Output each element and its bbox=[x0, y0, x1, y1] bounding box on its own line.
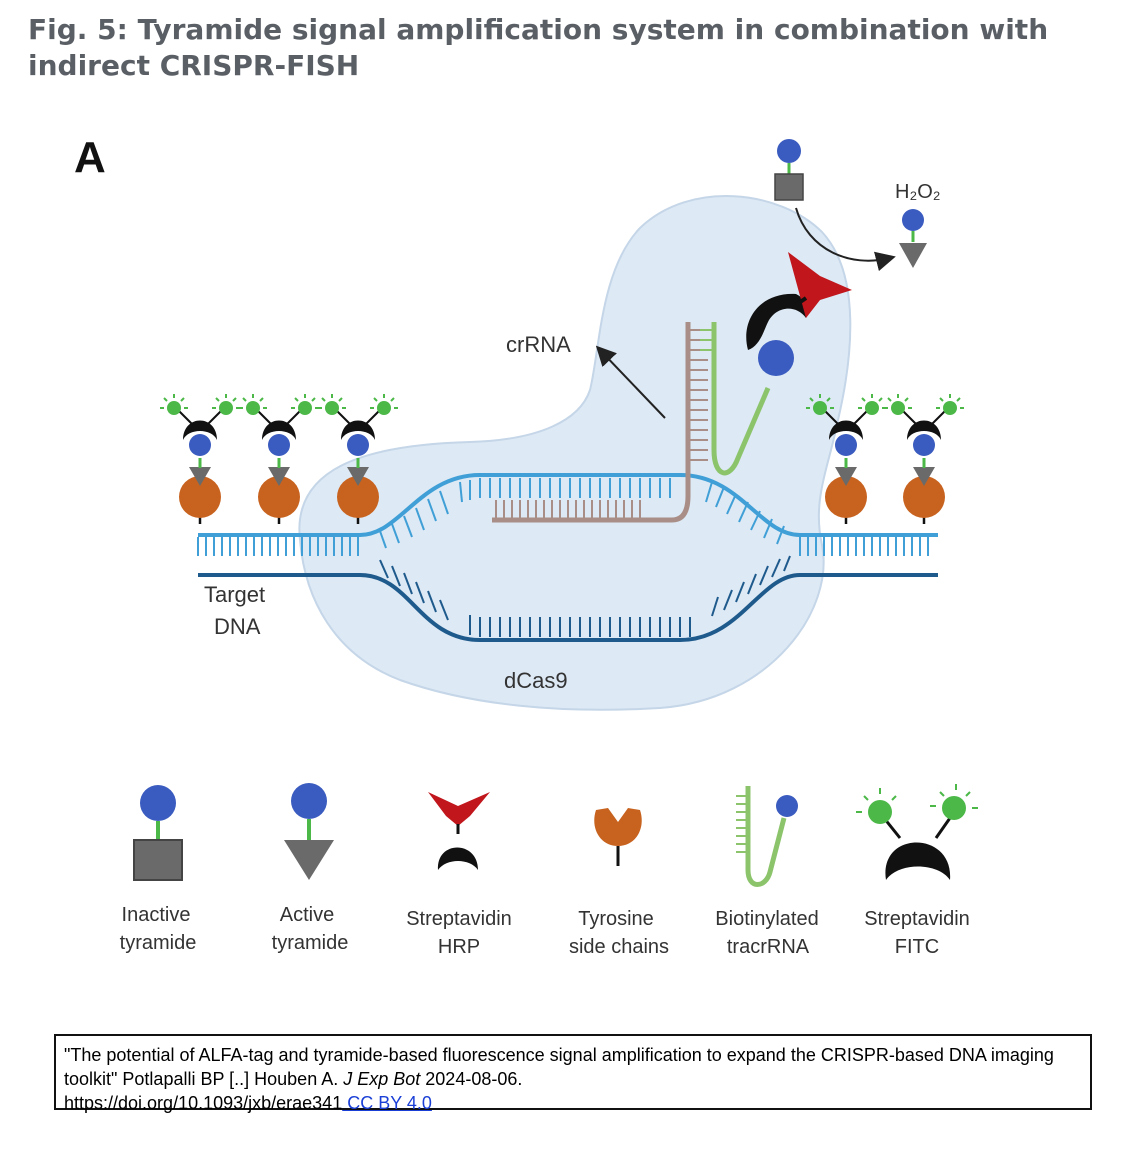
legend-label-line2: HRP bbox=[438, 936, 480, 958]
figure-title: Fig. 5: Tyramide signal amplification sy… bbox=[28, 13, 1049, 82]
legend-item-streptavidin-fitc: Streptavidin FITC bbox=[856, 784, 978, 958]
tyramide-activation: H₂O₂ bbox=[774, 139, 941, 272]
legend-item-tracrrna: Biotinylated tracrRNA bbox=[715, 786, 819, 958]
legend-label-line1: Streptavidin bbox=[864, 908, 970, 930]
active-tyramide-icon bbox=[284, 783, 334, 880]
legend-label-line2: FITC bbox=[895, 936, 939, 958]
panel-label: A bbox=[74, 133, 106, 182]
legend-label-line1: Inactive bbox=[122, 904, 191, 926]
citation-journal: J Exp Bot bbox=[343, 1069, 421, 1089]
crrna-pointer-arrow bbox=[595, 345, 666, 419]
legend-label-line1: Tyrosine bbox=[578, 908, 654, 930]
legend: Inactive tyramide Active tyramide Strept… bbox=[120, 783, 978, 958]
legend-item-active-tyramide: Active tyramide bbox=[272, 783, 349, 954]
figure-diagram: A bbox=[74, 133, 978, 958]
biotinylated-tracrrna bbox=[700, 252, 852, 476]
inactive-tyramide-icon bbox=[133, 785, 183, 881]
citation-text: "The potential of ALFA-tag and tyramide-… bbox=[64, 1045, 1054, 1089]
legend-item-tyrosine: Tyrosine side chains bbox=[569, 808, 669, 958]
legend-label-line2: side chains bbox=[569, 936, 669, 958]
target-dna bbox=[197, 473, 938, 642]
legend-label-line2: tyramide bbox=[272, 932, 349, 954]
dcas9-label: dCas9 bbox=[504, 668, 568, 693]
crrna-label: crRNA bbox=[506, 332, 571, 357]
citation-doi: https://doi.org/10.1093/jxb/erae341 bbox=[64, 1093, 343, 1113]
legend-item-streptavidin-hrp: Streptavidin HRP bbox=[406, 792, 512, 958]
tracrrna-icon bbox=[736, 786, 798, 887]
target-dna-label-line1: Target bbox=[204, 582, 265, 607]
license-link[interactable]: CC BY 4.0 bbox=[342, 1093, 432, 1113]
tyrosine-icon bbox=[594, 808, 642, 866]
legend-label-line2: tyramide bbox=[120, 932, 197, 954]
streptavidin-hrp-icon bbox=[428, 792, 490, 870]
legend-label-line1: Streptavidin bbox=[406, 908, 512, 930]
target-dna-label-line2: DNA bbox=[214, 614, 261, 639]
dcas9-protein bbox=[298, 195, 852, 711]
legend-label-line1: Biotinylated bbox=[715, 908, 818, 930]
legend-label-line1: Active bbox=[280, 904, 334, 926]
streptavidin-fitc-icon bbox=[856, 784, 978, 880]
legend-item-inactive-tyramide: Inactive tyramide bbox=[120, 785, 197, 954]
citation-box: "The potential of ALFA-tag and tyramide-… bbox=[54, 1034, 1092, 1113]
h2o2-label: H₂O₂ bbox=[895, 181, 941, 203]
citation-date: 2024-08-06. bbox=[420, 1069, 523, 1089]
legend-label-line2: tracrRNA bbox=[727, 936, 810, 958]
